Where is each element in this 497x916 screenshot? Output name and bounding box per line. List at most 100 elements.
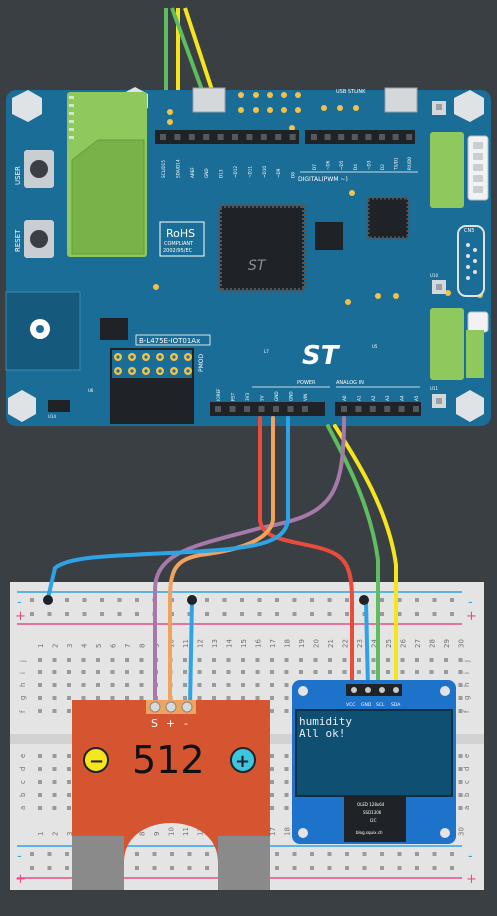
- column-label: 1: [37, 644, 45, 648]
- rail-hole: [30, 852, 34, 856]
- wifi-module-shield: [71, 139, 145, 255]
- breadboard-hole: [415, 658, 419, 662]
- breadboard-hole: [38, 696, 42, 700]
- breadboard-hole: [52, 754, 57, 758]
- breadboard-hole: [270, 658, 274, 662]
- rail-hole: [327, 598, 332, 602]
- oled-pin-gnd: GND: [361, 702, 372, 708]
- rail-hole: [187, 852, 192, 856]
- column-label: 18: [284, 827, 292, 836]
- breadboard-hole: [67, 670, 71, 674]
- rail-hole: [380, 612, 384, 616]
- breadboard-hole: [110, 683, 115, 687]
- sensor-probe-right: [218, 836, 270, 890]
- column-label: 8: [139, 644, 147, 648]
- breadboard-hole: [125, 683, 129, 687]
- breadboard-hole: [458, 754, 463, 758]
- rail-hole: [450, 612, 454, 616]
- breadboard-hole: [212, 683, 216, 687]
- breadboard-hole: [52, 696, 57, 700]
- rail-hole: [292, 852, 297, 856]
- st-logo: ST: [302, 341, 341, 371]
- breadboard-hole: [38, 754, 42, 758]
- rail-hole: [450, 598, 454, 602]
- reset-button[interactable]: [24, 220, 54, 258]
- rail-hole: [47, 612, 52, 616]
- column-label: 3: [66, 644, 74, 648]
- column-label: 22: [342, 639, 350, 648]
- rail-hole: [310, 598, 314, 602]
- pmod-label: PMOD: [198, 353, 205, 372]
- rail-plus-top-left: +: [15, 609, 26, 624]
- sensor-minus-symbol: −: [89, 751, 104, 772]
- wire-orange: [168, 416, 275, 708]
- label-l7: L7: [264, 349, 269, 354]
- wire-green-top2: [170, 7, 204, 91]
- rail-hole: [240, 612, 244, 616]
- rail-hole: [345, 852, 349, 856]
- column-label: 11: [182, 639, 190, 648]
- digital-pin-hole: [232, 134, 238, 140]
- row-label: e: [19, 754, 27, 758]
- row-label: g: [19, 696, 27, 700]
- rail-hole: [275, 612, 279, 616]
- rail-plus-bottom-right: +: [466, 872, 477, 887]
- usb-connector-left[interactable]: [192, 87, 226, 113]
- rail-hole: [65, 598, 69, 602]
- breadboard-hole: [458, 793, 463, 797]
- breadboard-hole: [38, 683, 42, 687]
- breadboard-hole: [429, 658, 434, 662]
- column-label: 17: [269, 639, 277, 648]
- column-label: 7: [124, 644, 132, 648]
- row-label: c: [19, 780, 27, 784]
- breadboard-hole: [96, 670, 100, 674]
- digital-pin-label: SCL/D15: [161, 160, 166, 178]
- rail-hole: [415, 612, 419, 616]
- rail-hole: [292, 612, 297, 616]
- board-name-label: B-L475E-IOT01Ax: [139, 337, 200, 345]
- digital-pin-label: ~D3: [366, 160, 371, 170]
- oled-screen: [295, 709, 453, 797]
- rail-hole: [327, 612, 332, 616]
- breadboard-hole: [270, 670, 274, 674]
- breadboard-hole: [255, 696, 260, 700]
- row-label: b: [463, 792, 471, 797]
- column-label: 12: [197, 639, 205, 648]
- rail-hole: [345, 612, 349, 616]
- rail-hole: [222, 598, 227, 602]
- digital-header-label: DIGITAL(PWM ~): [298, 176, 348, 183]
- column-label: 18: [284, 639, 292, 648]
- breadboard-hole: [183, 696, 187, 700]
- sensor-pin-minus: [181, 701, 193, 713]
- rail-hole: [275, 852, 279, 856]
- analog-pin-label: A2: [371, 395, 376, 401]
- column-label: 2: [52, 832, 60, 836]
- mount-hole-tl: [12, 90, 42, 122]
- breadboard-hole: [139, 658, 144, 662]
- sensor-pin-label-s: S: [151, 717, 158, 730]
- column-label: 30: [458, 827, 466, 836]
- usb-connector-right[interactable]: [384, 87, 418, 113]
- rail-hole: [362, 852, 367, 856]
- column-label: 15: [240, 639, 248, 648]
- svg-text:RoHS: RoHS: [166, 227, 195, 240]
- digital-pin-hole: [338, 134, 345, 140]
- breadboard-hole: [458, 683, 463, 687]
- breadboard-hole: [241, 683, 245, 687]
- row-label: h: [463, 683, 471, 687]
- oled-pin-vcc: VCC: [346, 702, 355, 708]
- user-button[interactable]: [24, 150, 54, 188]
- rail-hole: [152, 866, 157, 870]
- breadboard-hole: [197, 696, 202, 700]
- sensor-plus-indicator: [230, 747, 256, 773]
- rail-hole: [380, 598, 384, 602]
- column-label: 26: [400, 639, 408, 648]
- sensor-probe-left: [72, 836, 124, 890]
- rail-hole: [135, 598, 139, 602]
- breadboard-hole: [52, 806, 57, 810]
- label-u11: U11: [430, 386, 438, 391]
- rail-hole: [415, 852, 419, 856]
- oled-chip-line1: OLED 128x64: [357, 802, 385, 807]
